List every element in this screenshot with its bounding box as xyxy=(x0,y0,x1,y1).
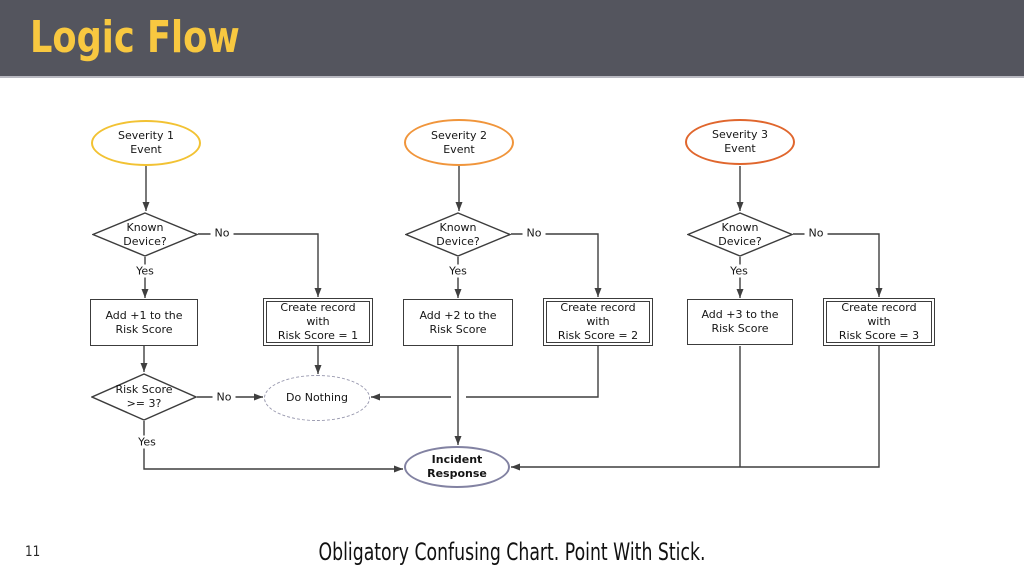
risk-no-label: No xyxy=(212,390,236,404)
add-risk-score-label-1: Add +1 to the Risk Score xyxy=(105,308,183,336)
severity-3-event-label: Severity 3 Event xyxy=(712,128,768,155)
slide-caption: Obligatory Confusing Chart. Point With S… xyxy=(318,538,706,566)
create-record-label-3: Create record with Risk Score = 3 xyxy=(838,301,920,342)
no-label-1: No xyxy=(210,226,234,240)
risk-score-check-label: Risk Score >= 3? xyxy=(115,383,173,410)
diamond-shape xyxy=(92,212,198,257)
create-record-box-3: Create record with Risk Score = 3 xyxy=(823,298,935,346)
add-risk-score-box-3: Add +3 to the Risk Score xyxy=(687,299,793,345)
diamond-shape xyxy=(687,212,793,257)
known-device-diamond-2: Known Device? xyxy=(405,212,511,257)
known-device-label-3: Known Device? xyxy=(718,220,762,248)
risk-yes-label: Yes xyxy=(134,435,160,449)
add-risk-score-box-1: Add +1 to the Risk Score xyxy=(90,299,198,346)
risk-score-check-diamond: Risk Score >= 3? xyxy=(91,373,197,421)
yes-label-2: Yes xyxy=(445,264,471,278)
known-device-label-1: Known Device? xyxy=(123,220,167,248)
no-label-3: No xyxy=(804,226,828,240)
severity-1-event-label: Severity 1 Event xyxy=(118,129,174,156)
create-record-inner-border-1: Create record with Risk Score = 1 xyxy=(266,301,370,343)
known-device-diamond-1: Known Device? xyxy=(92,212,198,257)
yes-label-1: Yes xyxy=(132,264,158,278)
severity-2-event-label: Severity 2 Event xyxy=(431,128,487,156)
known-device-diamond-3: Known Device? xyxy=(687,212,793,257)
create-record-inner-border-2: Create record with Risk Score = 2 xyxy=(546,301,650,343)
do-nothing-label: Do Nothing xyxy=(286,391,348,405)
create-record-box-2: Create record with Risk Score = 2 xyxy=(543,298,653,346)
slide-header: Logic Flow xyxy=(0,0,1024,76)
severity-2-event-node: Severity 2 Event xyxy=(404,119,514,166)
incident-response-label: Incident Response xyxy=(427,453,487,480)
add-risk-score-label-3: Add +3 to the Risk Score xyxy=(701,308,779,335)
severity-3-event-node: Severity 3 Event xyxy=(685,119,795,165)
page-title: Logic Flow xyxy=(30,12,240,63)
create-record-label-2: Create record with Risk Score = 2 xyxy=(557,301,639,342)
page-number: 11 xyxy=(25,544,41,560)
no-label-2: No xyxy=(522,226,546,240)
create-record-box-1: Create record with Risk Score = 1 xyxy=(263,298,373,346)
diamond-shape xyxy=(91,373,197,421)
diamond-shape xyxy=(405,212,511,257)
severity-1-event-node: Severity 1 Event xyxy=(91,120,201,166)
yes-label-3: Yes xyxy=(726,264,752,278)
do-nothing-node: Do Nothing xyxy=(264,375,370,421)
create-record-inner-border-3: Create record with Risk Score = 3 xyxy=(826,301,932,343)
known-device-label-2: Known Device? xyxy=(436,220,480,248)
add-risk-score-label-2: Add +2 to the Risk Score xyxy=(419,308,497,336)
create-record-label-1: Create record with Risk Score = 1 xyxy=(277,301,359,342)
add-risk-score-box-2: Add +2 to the Risk Score xyxy=(403,299,513,346)
incident-response-node: Incident Response xyxy=(404,446,510,488)
